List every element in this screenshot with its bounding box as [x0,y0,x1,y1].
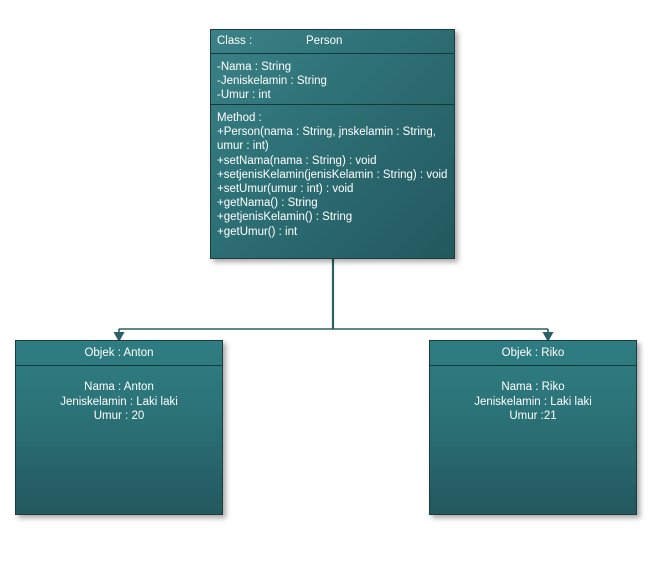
methods-label: Method : [217,112,262,124]
object-field: Nama : Anton [84,381,154,393]
class-method: +getjenisKelamin() : String [217,211,353,224]
class-attribute: -Nama : String [217,61,292,73]
object-field: Jeniskelamin : Laki laki [60,395,178,408]
class-box-header: Class : Person [211,30,454,54]
object-box-body: Nama : Riko Jeniskelamin : Laki laki Umu… [430,366,636,424]
class-method: +getUmur() : int [217,225,298,238]
class-method: +setNama(nama : String) : void [217,154,377,167]
object-box-header: Objek : Riko [430,341,636,366]
object-box-header: Objek : Anton [16,341,222,366]
class-title-label: Class : [217,35,253,47]
object-field: Umur :21 [509,410,557,422]
object-field: Jeniskelamin : Laki laki [474,395,592,408]
class-name: Person [306,35,343,47]
class-method: +setjenisKelamin(jenisKelamin : String) … [217,168,448,181]
class-attribute: -Umur : int [217,89,271,102]
class-box[interactable]: Class : Person -Nama : String -Jeniskela… [210,29,455,259]
object-box-body: Nama : Anton Jeniskelamin : Laki laki Um… [16,366,222,424]
object-field: Nama : Riko [501,381,565,393]
class-attributes-compartment: -Nama : String -Jeniskelamin : String -U… [211,54,454,105]
class-attribute: -Jeniskelamin : String [217,75,327,88]
class-method: +setUmur(umur : int) : void [217,183,354,196]
class-method: +getNama() : String [217,197,318,210]
object-field: Umur : 20 [93,410,145,422]
class-methods-compartment: Method : +Person(nama : String, jnskelam… [211,105,454,239]
object-box-anton[interactable]: Objek : Anton Nama : Anton Jeniskelamin … [15,340,223,515]
object-box-riko[interactable]: Objek : Riko Nama : Riko Jeniskelamin : … [429,340,637,515]
class-method: +Person(nama : String, jnskelamin : Stri… [217,126,436,153]
